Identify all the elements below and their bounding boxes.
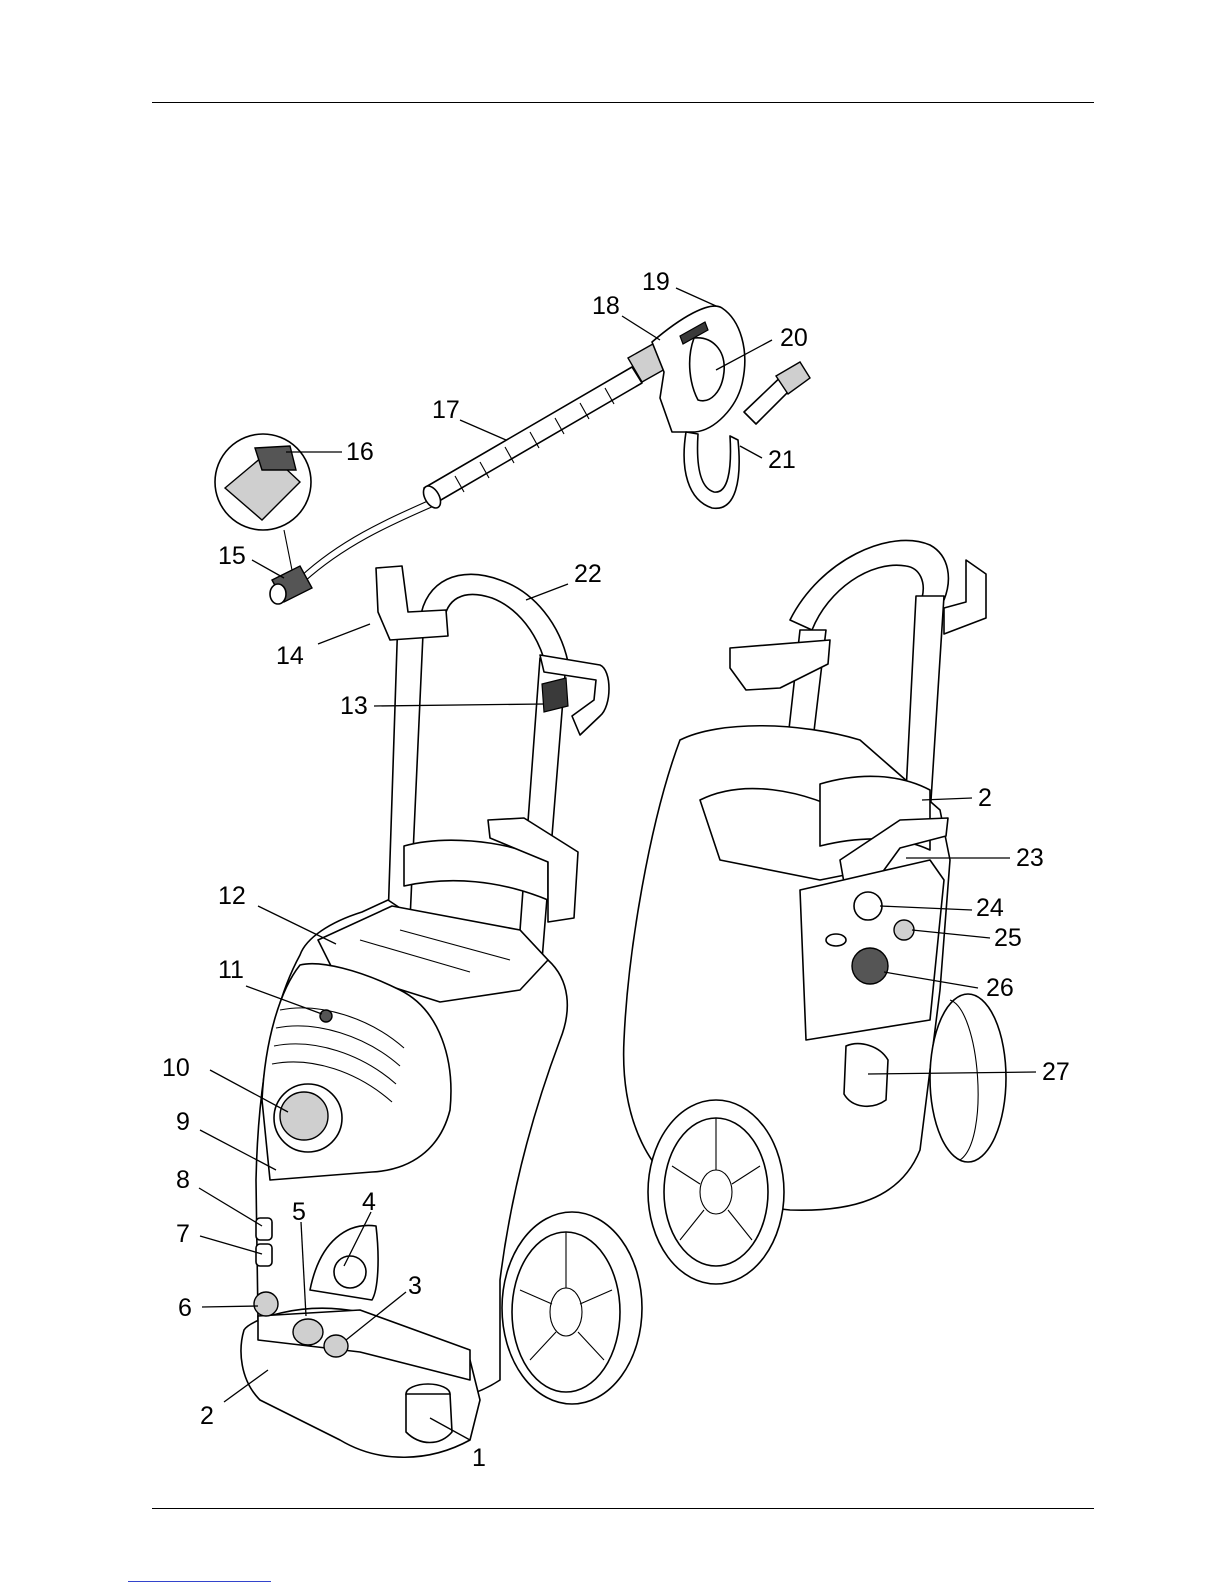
- callout-3: 3: [408, 1272, 422, 1300]
- callout-1: 1: [472, 1444, 486, 1472]
- callout-26: 26: [986, 974, 1014, 1002]
- accessory-cup-body: [406, 1394, 452, 1443]
- callout-17: 17: [432, 396, 460, 424]
- callout-13: 13: [340, 692, 368, 720]
- callout-23: 23: [1016, 844, 1044, 872]
- rear-wheel-right: [930, 994, 1006, 1162]
- callout-22: 22: [574, 560, 602, 588]
- hose-tail-edge: [304, 506, 434, 582]
- callout-14: 14: [276, 642, 304, 670]
- high-pressure-outlet: [293, 1319, 323, 1345]
- callout-5: 5: [292, 1198, 306, 1226]
- callout-7: 7: [176, 1220, 190, 1248]
- leader-15: [252, 560, 284, 578]
- callout-19: 19: [642, 268, 670, 296]
- water-inlet-connector: [254, 1292, 278, 1316]
- callout-2-rear: 2: [978, 784, 992, 812]
- detergent-button: [334, 1256, 366, 1288]
- detergent-suction-port: [324, 1335, 348, 1357]
- leader-6: [202, 1306, 258, 1307]
- callout-25: 25: [994, 924, 1022, 952]
- rear-handle-recess: [844, 1044, 888, 1107]
- leader-8: [199, 1188, 262, 1226]
- pressure-washer-front-view: [241, 566, 642, 1457]
- pressure-regulator-knob: [852, 948, 888, 984]
- callout-24: 24: [976, 894, 1004, 922]
- leader-14: [318, 624, 370, 644]
- leader-12: [258, 906, 336, 944]
- callout-15: 15: [218, 542, 246, 570]
- rear-hose-hook: [944, 560, 986, 634]
- detail-safety-ring: [255, 446, 296, 470]
- leader-22: [526, 584, 568, 600]
- callout-4: 4: [362, 1188, 376, 1216]
- callout-12: 12: [218, 882, 246, 910]
- callout-18: 18: [592, 292, 620, 320]
- callout-27: 27: [1042, 1058, 1070, 1086]
- status-light: [320, 1010, 332, 1022]
- device-switch: [280, 1092, 328, 1140]
- callout-9: 9: [176, 1108, 190, 1136]
- pressure-washer-rear-view: [624, 540, 1006, 1284]
- leader-21: [740, 446, 762, 458]
- gun-hook: [684, 432, 739, 508]
- water-connection: [894, 920, 914, 940]
- callout-6: 6: [178, 1294, 192, 1322]
- callout-2: 2: [200, 1402, 214, 1430]
- callout-10: 10: [162, 1054, 190, 1082]
- detail-pointer-line: [284, 530, 292, 570]
- callout-16: 16: [346, 438, 374, 466]
- handle-latch: [542, 678, 568, 712]
- callout-20: 20: [780, 324, 808, 352]
- reel-hose-outlet: [826, 934, 846, 946]
- leader-17: [460, 420, 506, 440]
- detergent-reservoir-cap: [854, 892, 882, 920]
- callout-8: 8: [176, 1166, 190, 1194]
- hose-connector-end: [270, 584, 286, 604]
- side-slot-lower: [256, 1244, 272, 1266]
- side-slot-upper: [256, 1218, 272, 1240]
- callout-11: 11: [218, 956, 244, 984]
- callout-21: 21: [768, 446, 796, 474]
- spray-lance-illustration: [215, 306, 810, 604]
- leader-18: [622, 316, 660, 340]
- leader-19: [676, 288, 716, 306]
- leader-7: [200, 1236, 262, 1254]
- lance-tube: [424, 367, 642, 504]
